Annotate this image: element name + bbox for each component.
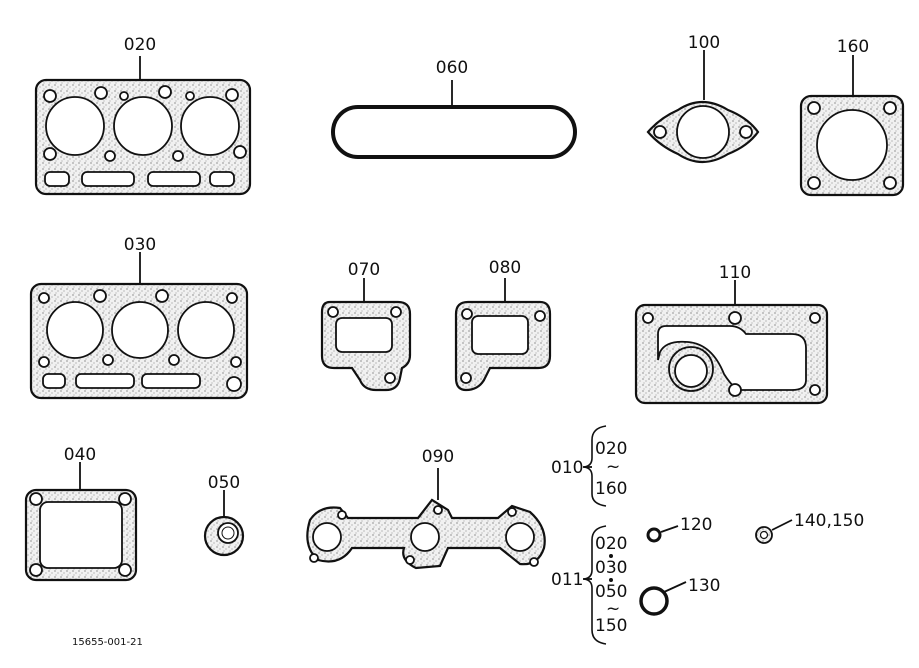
part-110-cover-gasket[interactable]: [634, 303, 829, 405]
part-080-gasket[interactable]: [454, 300, 552, 392]
kit-010-tilde: ~: [606, 457, 620, 477]
part-020-head-gasket[interactable]: [34, 78, 252, 196]
figure-code: 15655-001-21: [72, 637, 143, 648]
part-120-o-ring[interactable]: [646, 527, 662, 543]
part-040-cover-gasket[interactable]: [24, 488, 138, 582]
kit-011-item: 050: [595, 582, 627, 602]
label-030: 030: [124, 235, 156, 255]
label-050: 050: [208, 473, 240, 493]
label-060: 060: [436, 58, 468, 78]
kit-011-tilde: ~: [606, 599, 620, 619]
label-040: 040: [64, 445, 96, 465]
kit-011-bullet: [609, 578, 613, 582]
label-090: 090: [422, 447, 454, 467]
kit-011-item: 020: [595, 534, 627, 554]
kit-011-item: 030: [595, 558, 627, 578]
kit-011-to: 150: [595, 616, 627, 636]
label-160: 160: [837, 37, 869, 57]
part-060-cover-gasket[interactable]: [331, 105, 577, 159]
part-140-150-washer[interactable]: [755, 526, 773, 544]
part-030-head-gasket[interactable]: [29, 282, 249, 400]
label-110: 110: [719, 263, 751, 283]
label-070: 070: [348, 260, 380, 280]
kit-011-label[interactable]: 011: [551, 570, 583, 590]
label-140-150: 140,150: [794, 511, 864, 531]
label-130: 130: [688, 576, 720, 596]
part-130-o-ring[interactable]: [639, 586, 669, 616]
label-080: 080: [489, 258, 521, 278]
part-090-manifold-gasket[interactable]: [306, 498, 546, 570]
kit-010-to: 160: [595, 479, 627, 499]
label-100: 100: [688, 33, 720, 53]
kit-011-bullet: [609, 554, 613, 558]
kit-011-bracket: [583, 525, 613, 645]
part-050-oil-seal[interactable]: [203, 515, 245, 557]
part-100-flange-gasket[interactable]: [646, 100, 760, 164]
kit-010-bracket: [583, 425, 607, 507]
kit-010-from: 020: [595, 439, 627, 459]
label-020: 020: [124, 35, 156, 55]
part-070-gasket[interactable]: [320, 300, 412, 392]
part-160-square-gasket[interactable]: [799, 94, 905, 197]
kit-010-label[interactable]: 010: [551, 458, 583, 478]
label-120: 120: [680, 515, 712, 535]
